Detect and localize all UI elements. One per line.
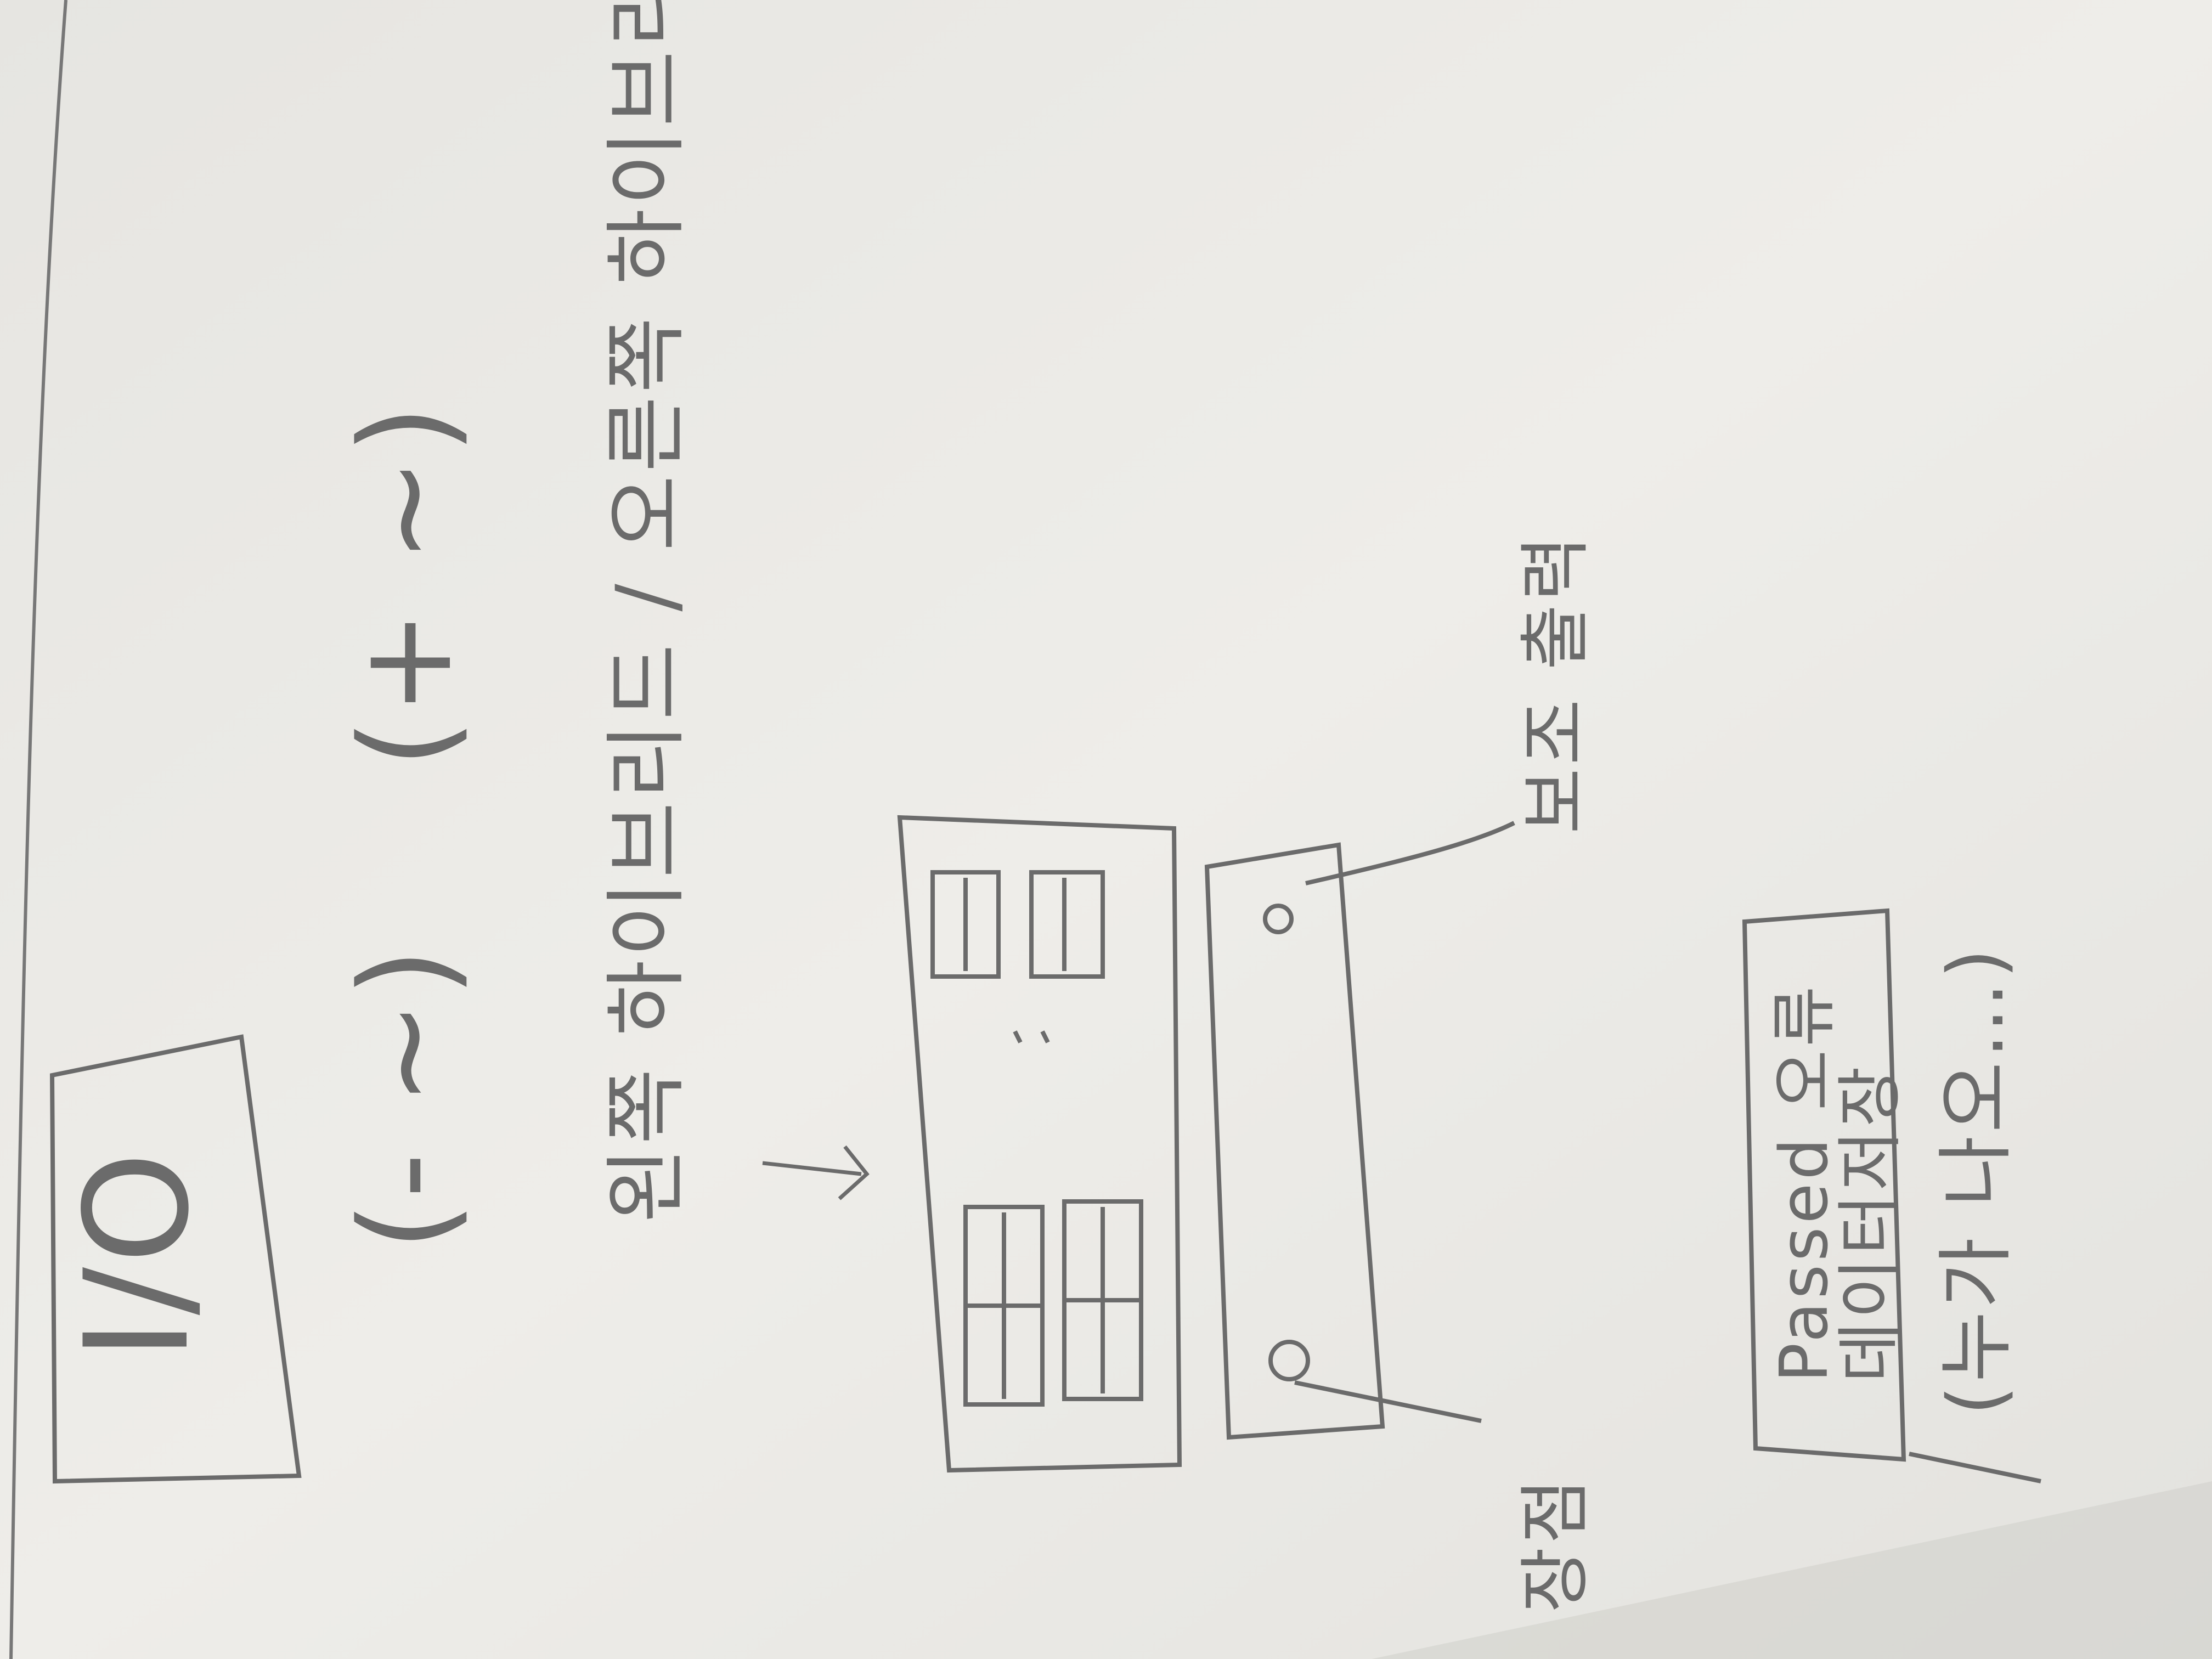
paper-shadow <box>1372 1481 2212 1659</box>
plus-label: (+ ~) <box>334 402 480 768</box>
io-box-label: I/O <box>55 1148 221 1361</box>
bottom-note: (누가 나오…) <box>1932 945 2021 1415</box>
page-edge-line <box>9 0 67 1659</box>
annotation-line: 왼쪽 하이브리드 / 오른쪽 하이브리드 출력 <box>599 0 695 1223</box>
control-panel <box>1204 821 1515 1440</box>
right-label: 보조 출력 <box>1514 532 1597 834</box>
down-arrow-icon <box>762 1145 870 1200</box>
minus-label: (- ~) <box>334 945 480 1251</box>
note-box <box>1742 908 2041 1483</box>
io-box <box>49 1034 302 1484</box>
note-box-line1: Passed 오류 <box>1767 983 1843 1383</box>
note-box-line2: 데이터저장 <box>1832 1063 1909 1383</box>
display-panel <box>897 815 1182 1473</box>
left-label: 장점 <box>1514 1475 1597 1613</box>
